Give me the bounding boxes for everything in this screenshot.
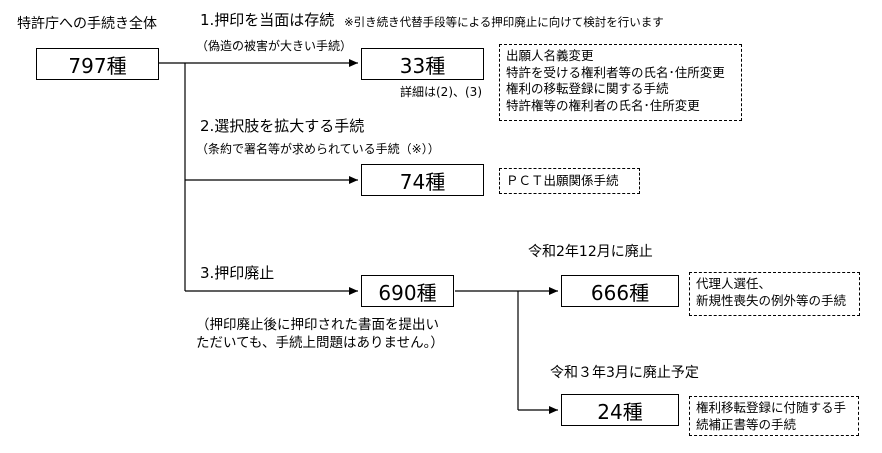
branch-3-title: 3.押印廃止 [200, 264, 275, 282]
branch-1-example: 特許を受ける権利者等の氏名･住所変更 [506, 64, 725, 80]
sub-branch-2-count: 24種 [597, 399, 643, 424]
sub-branch-1-example: 代理人選任、 [696, 276, 772, 291]
sub-branch-1-count-box: 666種 [561, 275, 679, 307]
branch-3-note: ただいても、手続上問題はありません。） [196, 335, 444, 351]
branch-2-subtitle: （条約で署名等が求められている手続（※）） [196, 142, 440, 156]
sub-branch-2-count-box: 24種 [561, 394, 679, 426]
sub-branch-1-count: 666種 [590, 280, 650, 305]
sub-branch-2-example: 続補正書等の手続 [696, 416, 797, 432]
branch-1-example: 権利の移転登録に関する手続 [506, 81, 669, 96]
root-count-box: 797種 [36, 48, 159, 80]
branch-2-title: 2.選択肢を拡大する手続 [200, 117, 365, 135]
branch-1-note: ※引き続き代替手段等による押印廃止に向けて検討を行います [344, 15, 664, 29]
branch-1-subtitle: （偽造の被害が大きい手続） [196, 39, 353, 53]
branch-2-examples: ＰＣＴ出願関係手続 [499, 168, 640, 194]
branch-1-example: 出願人名義変更 [506, 48, 594, 63]
header-title: 特許庁への手続き全体 [17, 16, 157, 32]
branch-1-example: 特許権等の権利者の氏名･住所変更 [506, 97, 700, 113]
branch-1-examples: 出願人名義変更 特許を受ける権利者等の氏名･住所変更 権利の移転登録に関する手続… [499, 44, 742, 121]
branch-2-count-box: 74種 [361, 164, 484, 196]
branch-3-count-box: 690種 [361, 275, 454, 307]
branch-2-count: 74種 [399, 169, 446, 194]
branch-3-note: （押印廃止後に押印された書面を提出い [196, 317, 439, 333]
branch-1-detail: 詳細は(2)、(3) [400, 85, 482, 99]
branch-1-count: 33種 [399, 53, 446, 78]
branch-3-count: 690種 [378, 280, 437, 305]
sub-branch-1-examples: 代理人選任、 新規性喪失の例外等の手続 [689, 272, 860, 316]
sub-branch-2-example: 権利移転登録に付随する手 [696, 400, 847, 415]
branch-1-count-box: 33種 [361, 48, 484, 80]
sub-branch-2-examples: 権利移転登録に付随する手 続補正書等の手続 [689, 396, 859, 436]
sub-branch-1-example: 新規性喪失の例外等の手続 [696, 292, 847, 308]
sub-branch-2-label: 令和３年3月に廃止予定 [550, 365, 699, 381]
branch-1-title: 1.押印を当面は存続 [200, 11, 335, 29]
root-count: 797種 [68, 53, 127, 78]
sub-branch-1-label: 令和2年12月に廃止 [528, 244, 653, 260]
branch-2-example: ＰＣＴ出願関係手続 [506, 173, 619, 188]
